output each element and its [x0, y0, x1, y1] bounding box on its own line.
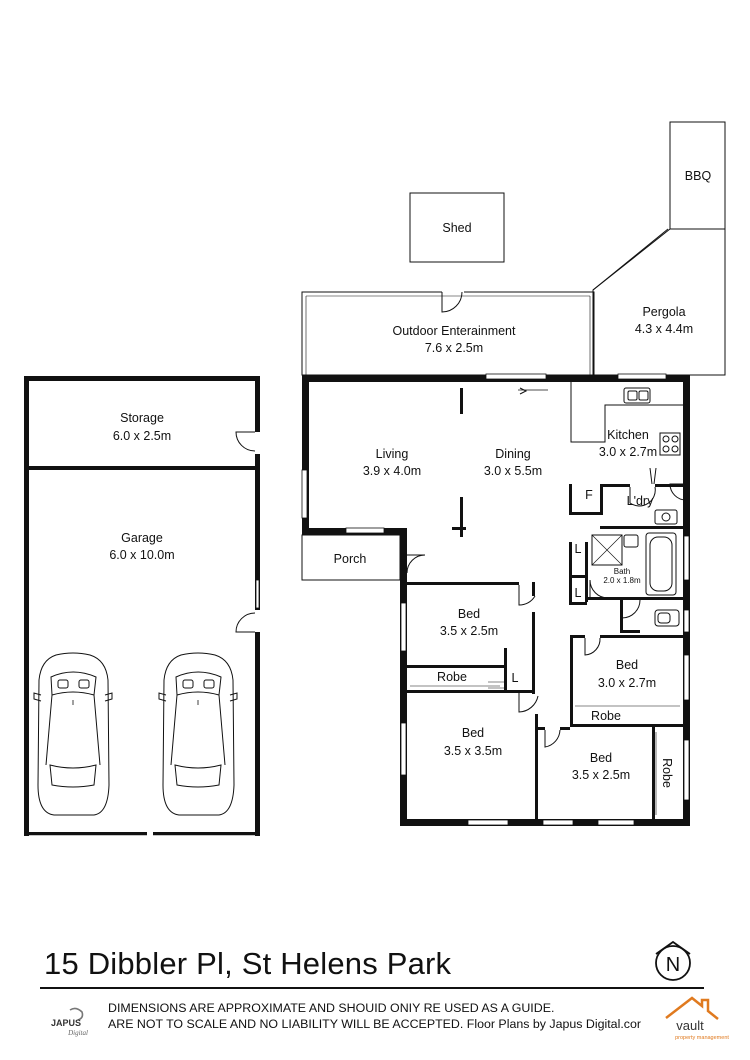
disclaimer-line-2: ARE NOT TO SCALE AND NO LIABILITY WILL B… — [108, 1017, 641, 1031]
room-label-dining: Dining — [495, 447, 530, 461]
room-dims-bed-2: 3.5 x 3.5m — [444, 744, 502, 758]
doors — [406, 387, 687, 748]
svg-text:JAPUS: JAPUS — [51, 1018, 81, 1028]
room-label-robe-2: Robe — [591, 709, 621, 723]
room-dims-living: 3.9 x 4.0m — [363, 464, 421, 478]
vault-logo: vault property management — [665, 996, 729, 1041]
room-label-shed: Shed — [442, 221, 471, 235]
room-dims-storage: 6.0 x 2.5m — [113, 429, 171, 443]
disclaimer: DIMENSIONS ARE APPROXIMATE AND SHOUID ON… — [108, 1000, 641, 1032]
room-label-pergola: Pergola — [642, 305, 685, 319]
room-label-bbq: BBQ — [685, 169, 712, 183]
room-dims-pergola: 4.3 x 4.4m — [635, 322, 693, 336]
garage-building — [24, 376, 261, 837]
room-label-porch: Porch — [334, 552, 367, 566]
north-label: N — [666, 954, 680, 976]
room-label-linen-1: L — [575, 542, 582, 556]
room-label-robe-3: Robe — [660, 758, 674, 788]
room-label-kitchen: Kitchen — [607, 428, 649, 442]
room-dims-dining: 3.0 x 5.5m — [484, 464, 542, 478]
japus-digital-logo: JAPUS Digital — [51, 1007, 88, 1037]
porch — [301, 534, 401, 581]
room-label-linen-2: L — [575, 586, 582, 600]
room-dims-bed-1: 3.5 x 2.5m — [440, 624, 498, 638]
room-label-outdoor: Outdoor Enterainment — [393, 324, 517, 338]
pergola — [592, 228, 726, 376]
room-dims-garage: 6.0 x 10.0m — [109, 548, 174, 562]
room-label-linen-3: L — [512, 671, 519, 685]
room-label-bed-1: Bed — [458, 607, 480, 621]
bathroom-fixtures — [591, 509, 680, 627]
svg-text:property management: property management — [675, 1035, 729, 1041]
shed — [409, 192, 505, 263]
room-label-bed-2: Bed — [462, 726, 484, 740]
north-arrow-icon: N — [655, 940, 691, 981]
room-label-living: Living — [376, 447, 409, 461]
room-label-bath: Bath — [614, 567, 630, 576]
property-address: 15 Dibbler Pl, St Helens Park — [44, 946, 452, 981]
room-label-robe-1: Robe — [437, 670, 467, 684]
room-dims-kitchen: 3.0 x 2.7m — [599, 445, 657, 459]
footer-divider — [40, 987, 704, 989]
room-dims-outdoor: 7.6 x 2.5m — [425, 341, 483, 355]
room-dims-bed-3: 3.0 x 2.7m — [598, 676, 656, 690]
room-dims-bed-4: 3.5 x 2.5m — [572, 768, 630, 782]
house-walls — [302, 375, 690, 826]
car-icon — [33, 652, 113, 816]
room-label-storage: Storage — [120, 411, 164, 425]
room-label-garage: Garage — [121, 531, 163, 545]
car-icon — [158, 652, 238, 816]
robe-fixtures — [410, 685, 680, 815]
room-label-entry: Entry — [399, 553, 408, 572]
room-label-fridge: F — [585, 488, 593, 502]
svg-text:vault: vault — [676, 1018, 704, 1033]
svg-text:Digital: Digital — [67, 1029, 88, 1037]
room-dims-bath: 2.0 x 1.8m — [603, 576, 641, 585]
room-label-laundry: L'dry — [627, 494, 654, 508]
room-label-bed-3: Bed — [616, 658, 638, 672]
kitchen-fixtures — [570, 382, 683, 485]
disclaimer-line-1: DIMENSIONS ARE APPROXIMATE AND SHOUID ON… — [108, 1001, 555, 1015]
floor-plan: Shed BBQ Pergola 4.3 x 4.4m Outdoor Ente… — [24, 121, 726, 837]
windows — [301, 373, 690, 826]
room-label-bed-4: Bed — [590, 751, 612, 765]
